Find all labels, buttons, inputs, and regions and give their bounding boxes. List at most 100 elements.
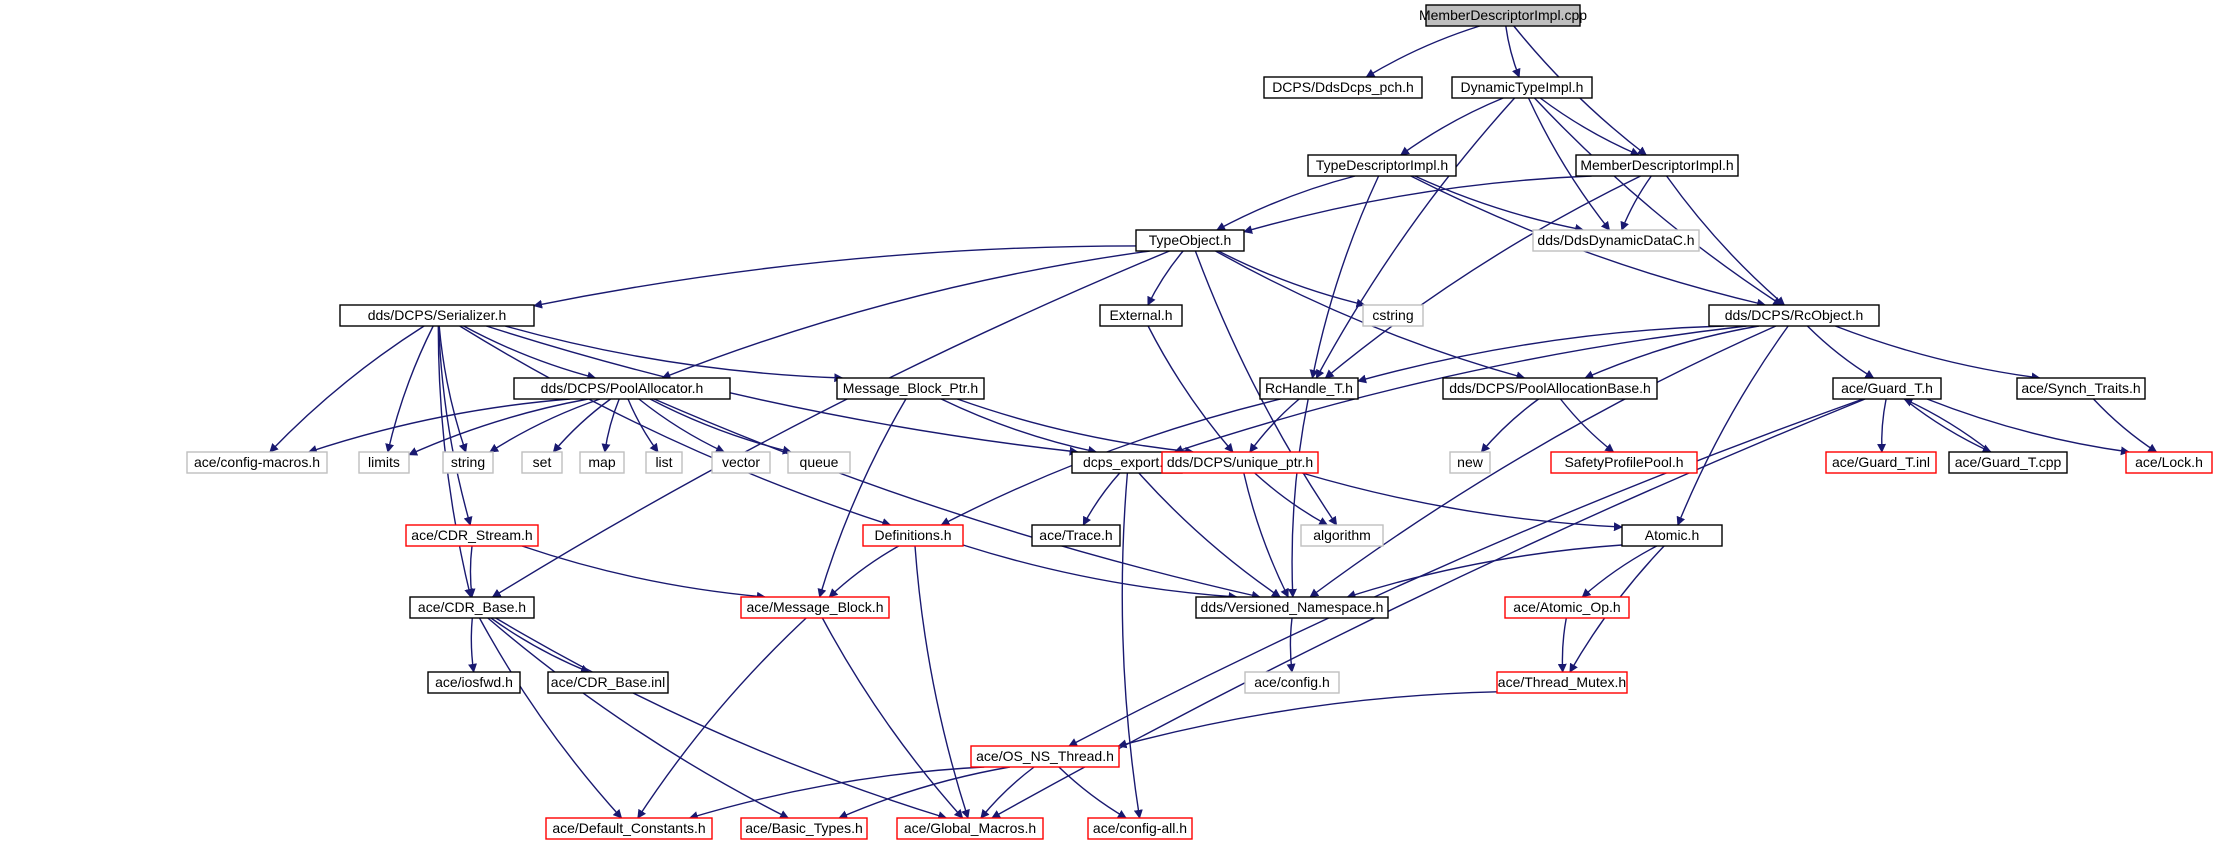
node-n47[interactable]: ace/Basic_Types.h [740,817,868,840]
edge-n7-n19 [438,325,468,453]
node-n40[interactable]: ace/Atomic_Op.h [1504,596,1630,619]
node-box [1449,451,1491,474]
edge-n10-n36 [1676,325,1789,526]
node-label: ace/Default_Constants.h [552,820,705,836]
node-label: ace/Guard_T.inl [1832,454,1930,470]
edge-n45-n49 [1058,766,1127,819]
node-n4[interactable]: TypeDescriptorImpl.h [1307,154,1457,177]
node-n23[interactable]: vector [711,451,771,474]
edge-n6-n9 [1218,250,1366,308]
node-label: algorithm [1313,527,1371,543]
edge-n3-n13 [1324,175,1641,379]
node-n22[interactable]: list [645,451,683,474]
node-n28[interactable]: SafetyProfilePool.h [1550,451,1698,474]
node-n43[interactable]: ace/config.h [1244,671,1340,694]
node-n38[interactable]: ace/Message_Block.h [740,596,890,619]
node-n2[interactable]: DynamicTypeImpl.h [1451,76,1593,99]
node-n41[interactable]: ace/iosfwd.h [427,671,521,694]
node-label: Atomic.h [1645,527,1699,543]
edge-n6-n7 [533,245,1137,309]
node-n42[interactable]: ace/CDR_Base.inl [547,671,669,694]
node-n33[interactable]: Definitions.h [862,524,964,547]
node-label: limits [368,454,400,470]
node-n48[interactable]: ace/Global_Macros.h [896,817,1044,840]
node-n21[interactable]: map [579,451,625,474]
node-n12[interactable]: Message_Block_Ptr.h [836,377,985,400]
edge-n33-n48 [914,545,970,819]
edge-n38-n48 [821,617,964,819]
node-n20[interactable]: set [521,451,563,474]
node-n36[interactable]: Atomic.h [1621,524,1723,547]
node-n13[interactable]: RcHandle_T.h [1259,377,1359,400]
node-n30[interactable]: ace/Guard_T.cpp [1948,451,2068,474]
node-n17[interactable]: ace/config-macros.h [186,451,328,474]
node-box [836,377,985,400]
node-n39[interactable]: dds/Versioned_Namespace.h [1195,596,1389,619]
node-n34[interactable]: ace/Trace.h [1031,524,1121,547]
edge-n7-n12 [504,325,844,383]
node-n37[interactable]: ace/CDR_Base.h [409,596,535,619]
node-box [1532,229,1700,252]
node-n10[interactable]: dds/DCPS/RcObject.h [1708,304,1880,327]
node-n5[interactable]: dds/DdsDynamicDataC.h [1532,229,1700,252]
node-n8[interactable]: External.h [1099,304,1183,327]
node-n46[interactable]: ace/Default_Constants.h [545,817,713,840]
edge-n12-n25 [940,398,1098,455]
node-box [2016,377,2146,400]
node-n19[interactable]: string [442,451,494,474]
node-n49[interactable]: ace/config-all.h [1087,817,1193,840]
edge-n11-n24 [649,398,792,455]
node-n11[interactable]: dds/DCPS/PoolAllocator.h [513,377,731,400]
node-label: DynamicTypeImpl.h [1461,79,1584,95]
edge-n11-n20 [552,398,612,453]
node-label: ace/iosfwd.h [435,674,513,690]
node-n32[interactable]: ace/CDR_Stream.h [405,524,539,547]
node-label: DCPS/DdsDcps_pch.h [1272,79,1414,95]
node-n3[interactable]: MemberDescriptorImpl.h [1575,154,1739,177]
node-box [1425,4,1581,27]
node-label: ace/Message_Block.h [747,599,884,615]
node-label: dds/DCPS/Serializer.h [368,307,507,323]
node-n6[interactable]: TypeObject.h [1135,229,1245,252]
edge-n11-n22 [627,398,659,453]
node-label: ace/config-all.h [1093,820,1187,836]
edge-n6-n8 [1147,250,1184,306]
node-label: Message_Block_Ptr.h [843,380,978,396]
node-n27[interactable]: new [1449,451,1491,474]
node-n16[interactable]: ace/Synch_Traits.h [2016,377,2146,400]
node-n25[interactable]: dcps_export.h [1071,451,1183,474]
edge-n10-n25 [1173,325,1747,454]
node-label: ace/config.h [1254,674,1330,690]
edge-n7-n11 [463,325,597,381]
node-label: ace/Thread_Mutex.h [1498,674,1626,690]
node-n18[interactable]: limits [358,451,410,474]
edge-n25-n34 [1082,472,1121,526]
node-box [1362,304,1424,327]
node-label: Definitions.h [874,527,951,543]
node-n0[interactable]: MemberDescriptorImpl.cpp [1419,4,1587,27]
node-label: queue [800,454,839,470]
node-n9[interactable]: cstring [1362,304,1424,327]
node-n26[interactable]: dds/DCPS/unique_ptr.h [1161,451,1319,474]
node-n29[interactable]: ace/Guard_T.inl [1825,451,1937,474]
edge-n10-n13 [1357,325,1725,384]
node-n31[interactable]: ace/Lock.h [2125,451,2213,474]
node-n45[interactable]: ace/OS_NS_Thread.h [970,745,1120,768]
edge-n6-n37 [491,250,1170,598]
node-label: ace/Synch_Traits.h [2021,380,2140,396]
edge-n36-n39 [1346,544,1623,599]
node-label: MemberDescriptorImpl.h [1580,157,1733,173]
node-n7[interactable]: dds/DCPS/Serializer.h [339,304,535,327]
node-n14[interactable]: dds/DCPS/PoolAllocationBase.h [1442,377,1658,400]
node-n24[interactable]: queue [787,451,851,474]
node-box [787,451,851,474]
node-label: new [1457,454,1484,470]
node-box [1135,229,1245,252]
node-n1[interactable]: DCPS/DdsDcps_pch.h [1263,76,1423,99]
node-box [1195,596,1389,619]
node-n35[interactable]: algorithm [1300,524,1384,547]
node-n44[interactable]: ace/Thread_Mutex.h [1496,671,1628,694]
node-n15[interactable]: ace/Guard_T.h [1832,377,1942,400]
edge-n11-n18 [408,398,589,456]
edge-n15-n45 [1068,398,1864,747]
